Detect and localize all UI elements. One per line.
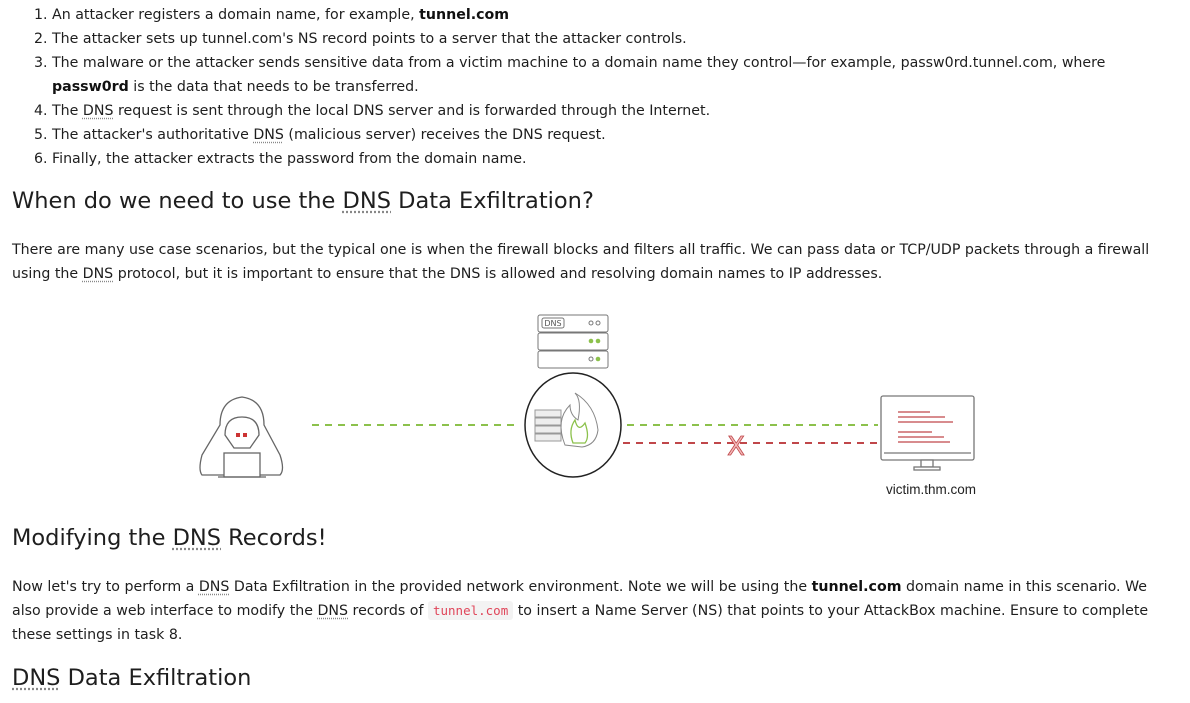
step-text: (malicious server) receives the DNS requ…	[283, 127, 606, 143]
firewall-icon	[524, 372, 622, 478]
paragraph-text: Data Exfiltration in the provided networ…	[229, 579, 812, 595]
paragraph-text: Now let's try to perform a	[12, 579, 199, 595]
list-item: An attacker registers a domain name, for…	[52, 3, 1152, 27]
paragraph-text: protocol, but it is important to ensure …	[113, 266, 883, 282]
section-heading: DNS Data Exfiltration	[0, 665, 251, 691]
step-text: request is sent through the local DNS se…	[113, 103, 711, 119]
section-heading: Modifying the DNS Records!	[0, 525, 327, 551]
paragraph: There are many use case scenarios, but t…	[0, 238, 1172, 286]
abbreviation[interactable]: DNS	[82, 103, 114, 119]
list-item: Finally, the attacker extracts the passw…	[52, 147, 1152, 171]
step-text: is the data that needs to be transferred…	[128, 79, 419, 95]
bold-text: passw0rd	[52, 79, 129, 95]
abbreviation[interactable]: DNS	[198, 579, 230, 595]
paragraph: Now let's try to perform a DNS Data Exfi…	[0, 575, 1172, 647]
heading-text: When do we need to use the	[12, 188, 343, 214]
list-item: The DNS request is sent through the loca…	[52, 99, 1152, 123]
abbreviation[interactable]: DNS	[172, 525, 222, 551]
victim-label: victim.thm.com	[886, 482, 977, 497]
heading-text: Records!	[221, 525, 327, 551]
abbreviation[interactable]: DNS	[342, 188, 391, 214]
abbreviation[interactable]: DNS	[12, 665, 61, 691]
heading-text: Data Exfiltration	[60, 665, 252, 691]
section-heading: When do we need to use the DNS Data Exfi…	[0, 188, 594, 214]
step-text: The attacker's authoritative	[52, 127, 254, 143]
victim-monitor-icon	[880, 395, 975, 471]
step-text: The attacker sets up tunnel.com's NS rec…	[52, 31, 687, 47]
blocked-x-icon: X	[727, 432, 745, 462]
dns-exfiltration-diagram: DNS X victim.thm.com	[190, 305, 990, 510]
paragraph-text: domain name in this scenario. We also pr…	[12, 579, 1147, 619]
heading-text: Modifying the	[12, 525, 173, 551]
step-text: The malware or the attacker sends sensit…	[52, 55, 1106, 71]
bold-text: tunnel.com	[419, 7, 510, 23]
list-item: The attacker sets up tunnel.com's NS rec…	[52, 27, 1152, 51]
step-text: An attacker registers a domain name, for…	[52, 7, 420, 23]
diagram-graphic: DNS X	[199, 314, 975, 478]
dns-label: DNS	[544, 319, 561, 328]
list-item: The attacker's authoritative DNS (malici…	[52, 123, 1152, 147]
paragraph-text: records of	[348, 603, 428, 619]
step-text: Finally, the attacker extracts the passw…	[52, 151, 527, 167]
exfiltration-steps-list: An attacker registers a domain name, for…	[0, 0, 1152, 171]
dns-server-icon	[537, 314, 609, 369]
paragraph-text: to insert a Name Server (NS) that points…	[12, 603, 1149, 643]
paragraph-text: There are many use case scenarios, but t…	[12, 242, 1150, 282]
abbreviation[interactable]: DNS	[317, 603, 349, 619]
abbreviation[interactable]: DNS	[82, 266, 114, 282]
step-text: The	[52, 103, 83, 119]
abbreviation[interactable]: DNS	[253, 127, 284, 143]
inline-code: tunnel.com	[427, 601, 514, 620]
bold-text: tunnel.com	[811, 579, 902, 595]
heading-text: Data Exfiltration?	[391, 188, 594, 214]
attacker-icon	[199, 396, 284, 478]
list-item: The malware or the attacker sends sensit…	[52, 51, 1152, 99]
